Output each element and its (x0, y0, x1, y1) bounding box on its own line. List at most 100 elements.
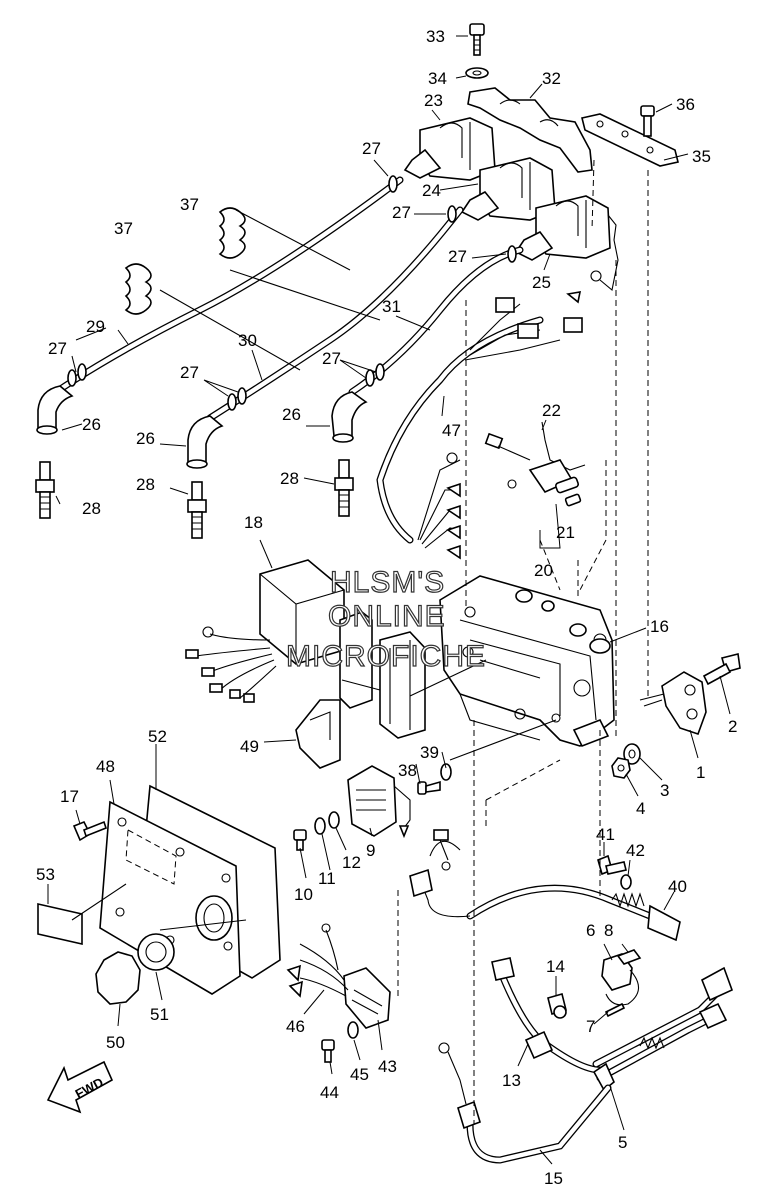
callout-33: 33 (426, 27, 445, 46)
callout-26b: 26 (136, 429, 155, 448)
callout-18: 18 (244, 513, 263, 532)
callout-14: 14 (546, 957, 565, 976)
callout-12: 12 (342, 853, 361, 872)
callout-9: 9 (366, 841, 375, 860)
callout-50: 50 (106, 1033, 125, 1052)
callout-36: 36 (676, 95, 695, 114)
high-tension-cord-30 (206, 206, 464, 422)
electrical-bracket-16 (439, 575, 615, 748)
bolt-44 (321, 1039, 335, 1063)
callout-28c: 28 (280, 469, 299, 488)
callout-6: 6 (586, 921, 595, 940)
callout-52: 52 (148, 727, 167, 746)
callout-28a: 28 (82, 499, 101, 518)
high-tension-cord-29 (58, 176, 404, 392)
leader-lines (47, 35, 731, 1165)
callout-2: 2 (728, 717, 737, 736)
callout-31: 31 (382, 297, 401, 316)
callout-11: 11 (318, 869, 336, 888)
watermark-line-3: MICROFICHE (286, 640, 486, 673)
cap-50 (95, 951, 141, 1005)
callout-27c: 27 (448, 247, 467, 266)
callout-21: 21 (556, 523, 575, 542)
callout-27f: 27 (180, 363, 199, 382)
callout-3: 3 (660, 781, 669, 800)
screw-38 (417, 780, 441, 795)
callout-51: 51 (150, 1005, 169, 1024)
bolt-36 (640, 105, 655, 137)
callout-26c: 26 (282, 405, 301, 424)
callout-30: 30 (238, 331, 257, 350)
callout-37b: 37 (114, 219, 133, 238)
callout-15: 15 (544, 1169, 563, 1188)
battery-cable-13 (491, 957, 734, 1082)
watermark: HLSM'S ONLINE MICROFICHE (285, 565, 486, 673)
cord-holder-37b (124, 263, 152, 315)
washer-12 (328, 811, 340, 829)
callout-8: 8 (604, 921, 613, 940)
label-53 (37, 902, 83, 946)
callout-29: 29 (86, 317, 105, 336)
callout-27a: 27 (362, 139, 381, 158)
bolt-17 (72, 820, 107, 842)
bolt-2 (702, 653, 741, 686)
callout-5: 5 (618, 1133, 627, 1152)
callout-43: 43 (378, 1057, 397, 1076)
callout-1: 1 (696, 763, 705, 782)
plug-cap-26a (36, 385, 74, 435)
callout-23: 23 (424, 91, 443, 110)
callout-47: 47 (442, 421, 461, 440)
callout-10: 10 (294, 885, 313, 904)
callout-42: 42 (626, 841, 645, 860)
watermark-line-2: ONLINE (328, 600, 446, 633)
wire-harness-47 (376, 297, 583, 560)
watermark-line-1: HLSM'S (330, 566, 445, 599)
callout-46: 46 (286, 1017, 305, 1036)
callout-41: 41 (596, 825, 615, 844)
callout-39: 39 (420, 743, 439, 762)
plug-cap-26b (186, 415, 224, 469)
washer-34 (465, 67, 489, 79)
starter-relay-9 (347, 765, 411, 839)
callout-26a: 26 (82, 415, 101, 434)
coil-bracket-32 (467, 87, 593, 173)
washer-39 (440, 763, 452, 781)
bolt-41 (597, 854, 627, 876)
callout-37a: 37 (180, 195, 199, 214)
pin-7 (604, 1002, 626, 1018)
cdi-unit-18 (185, 559, 345, 703)
nut-4 (611, 757, 631, 779)
callout-34: 34 (428, 69, 447, 88)
washer-3 (623, 743, 641, 765)
callout-16: 16 (650, 617, 669, 636)
callout-28b: 28 (136, 475, 155, 494)
plug-cap-26c (331, 391, 368, 443)
clamp-27-group (67, 175, 517, 411)
cover-48 (99, 800, 241, 995)
callout-27d: 27 (48, 339, 67, 358)
assembly-reference-lines (71, 159, 649, 1124)
seal-51 (137, 933, 175, 971)
callout-32: 32 (542, 69, 561, 88)
callout-48: 48 (96, 757, 115, 776)
cord-holder-37a (218, 207, 246, 259)
callout-17: 17 (60, 787, 79, 806)
clamp-5 (592, 1062, 615, 1092)
callout-35: 35 (692, 147, 711, 166)
bolt-33 (469, 23, 485, 56)
spark-plug-28c (334, 459, 354, 517)
callout-7: 7 (586, 1017, 595, 1036)
callout-20: 20 (534, 561, 553, 580)
wire-lead-40 (409, 829, 681, 942)
forward-arrow-icon: FWD (46, 1060, 114, 1114)
plate-35 (581, 113, 679, 167)
callout-4: 4 (636, 799, 645, 818)
resistor-22 (484, 421, 586, 507)
callout-40: 40 (668, 877, 687, 896)
callout-44: 44 (320, 1083, 339, 1102)
regulator-43 (286, 923, 391, 1029)
callout-27e: 27 (322, 349, 341, 368)
callout-27b: 27 (392, 203, 411, 222)
callout-24: 24 (422, 181, 441, 200)
